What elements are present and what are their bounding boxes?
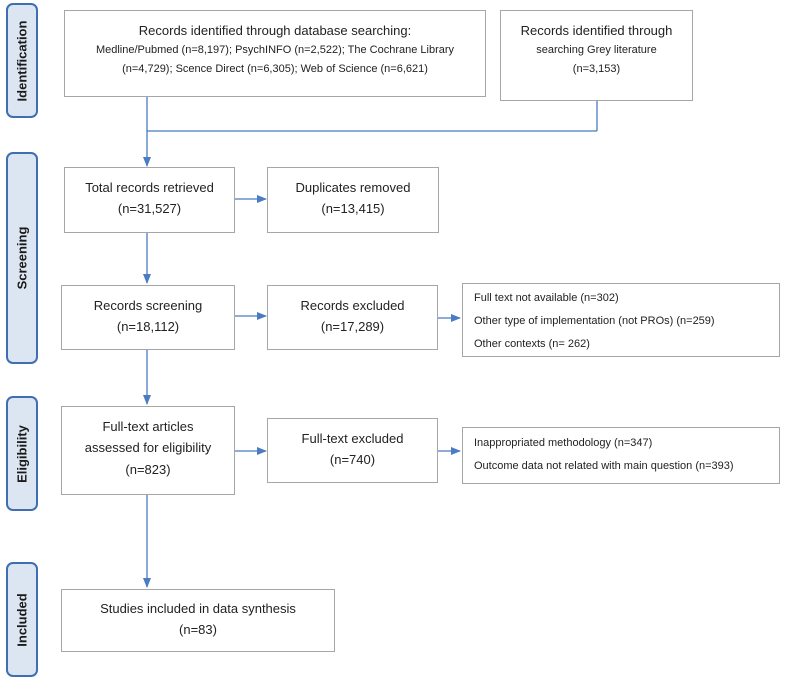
phase-screening: Screening [6, 152, 38, 364]
fulltext-assessed-line-2: assessed for eligibility [84, 440, 212, 456]
grey-literature-box: Records identified through searching Gre… [500, 10, 693, 101]
fulltext-exclusion-reason: Inappropriated methodology (n=347) [474, 437, 653, 449]
grey-literature-line-2: searching Grey literature [536, 44, 657, 57]
records-screening-count: (n=18,112) [116, 319, 180, 335]
total-records-count: (n=31,527) [117, 201, 182, 217]
database-search-detail-1: Medline/Pubmed (n=8,197); PsychINFO (n=2… [95, 44, 455, 57]
fulltext-exclusion-reasons-box: Inappropriated methodology (n=347) Outco… [462, 427, 780, 484]
fulltext-assessed-box: Full-text articles assessed for eligibil… [61, 406, 235, 495]
phase-identification: Identification [6, 3, 38, 118]
grey-literature-line-1: Records identified through [520, 23, 673, 38]
screening-exclusion-reason: Other type of implementation (not PROs) … [474, 315, 715, 327]
studies-included-count: (n=83) [179, 622, 217, 638]
phase-included: Included [6, 562, 38, 677]
fulltext-excluded-count: (n=740) [329, 452, 376, 468]
records-screening-box: Records screening (n=18,112) [61, 285, 235, 350]
phase-eligibility: Eligibility [6, 396, 38, 511]
fulltext-excluded-box: Full-text excluded (n=740) [267, 418, 438, 483]
database-search-detail-2: (n=4,729); Scence Direct (n=6,305); Web … [122, 62, 428, 75]
duplicates-removed-box: Duplicates removed (n=13,415) [267, 167, 439, 233]
records-excluded-count: (n=17,289) [320, 319, 385, 335]
records-excluded-box: Records excluded (n=17,289) [267, 285, 438, 350]
records-screening-label: Records screening [93, 298, 203, 313]
database-search-box: Records identified through database sear… [64, 10, 486, 97]
screening-exclusion-reason: Other contexts (n= 262) [474, 338, 590, 350]
fulltext-assessed-count: (n=823) [125, 461, 171, 477]
screening-exclusion-reason: Full text not available (n=302) [474, 292, 619, 304]
total-records-label: Total records retrieved [85, 180, 214, 195]
studies-included-label: Studies included in data synthesis [100, 601, 296, 616]
fulltext-excluded-label: Full-text excluded [301, 431, 404, 446]
studies-included-box: Studies included in data synthesis (n=83… [61, 589, 335, 652]
duplicates-removed-label: Duplicates removed [295, 180, 411, 195]
fulltext-exclusion-reason: Outcome data not related with main quest… [474, 460, 734, 472]
grey-literature-count: (n=3,153) [572, 62, 621, 75]
database-search-title: Records identified through database sear… [138, 23, 412, 38]
total-records-box: Total records retrieved (n=31,527) [64, 167, 235, 233]
records-excluded-label: Records excluded [300, 298, 405, 313]
screening-exclusion-reasons-box: Full text not available (n=302) Other ty… [462, 283, 780, 357]
duplicates-removed-count: (n=13,415) [321, 201, 385, 217]
fulltext-assessed-line-1: Full-text articles [102, 419, 194, 434]
